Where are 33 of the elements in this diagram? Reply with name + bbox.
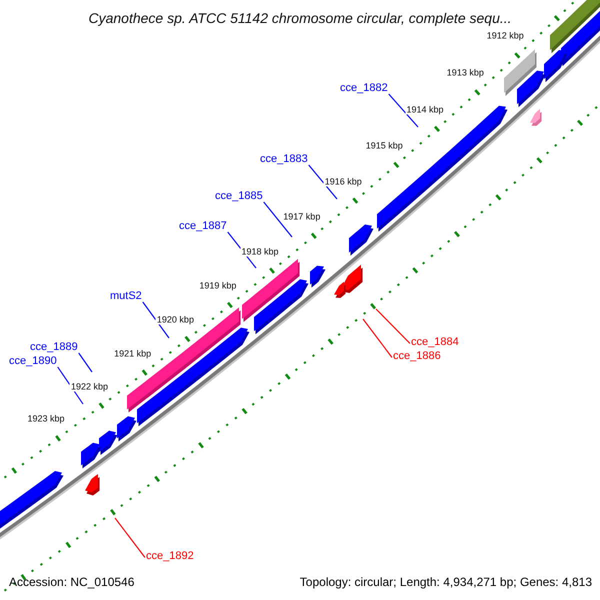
gene-label: cce_1892 bbox=[146, 551, 194, 562]
leader-line bbox=[362, 318, 392, 358]
gene-label: cce_1890 bbox=[9, 356, 57, 367]
leader-line bbox=[114, 518, 146, 558]
tick-label: 1923 kbp bbox=[26, 414, 66, 424]
accession-label: Accession: NC_010546 bbox=[9, 576, 134, 588]
gene-label: mutS2 bbox=[110, 291, 142, 302]
leader-line bbox=[142, 302, 170, 338]
gene-label: cce_1889 bbox=[30, 342, 78, 353]
tick-label: 1918 kbp bbox=[240, 247, 280, 256]
tick-label: 1914 kbp bbox=[405, 105, 445, 114]
tick-label: 1912 kbp bbox=[486, 32, 525, 41]
tick-label: 1916 kbp bbox=[324, 177, 363, 186]
leader-line bbox=[78, 352, 92, 372]
gene-label: cce_1886 bbox=[393, 351, 441, 362]
leader-line bbox=[376, 308, 410, 344]
tick-label: 1919 kbp bbox=[198, 282, 238, 291]
tick-label: 1921 kbp bbox=[113, 349, 152, 358]
gene-label: cce_1883 bbox=[260, 154, 308, 165]
leader-line bbox=[308, 164, 338, 200]
gene-label: cce_1887 bbox=[179, 221, 227, 232]
leader-line bbox=[388, 94, 418, 128]
gene-label: cce_1882 bbox=[340, 83, 388, 94]
leader-line bbox=[263, 202, 292, 238]
map-title: Cyanothece sp. ATCC 51142 chromosome circular, complete sequ... bbox=[87, 11, 513, 25]
tick-label: 1922 kbp bbox=[70, 382, 109, 392]
tick-label: 1913 kbp bbox=[446, 68, 485, 78]
gene-label: cce_1884 bbox=[411, 337, 459, 348]
genome-summary: Topology: circular; Length: 4,934,271 bp; Genes: 4,813 bbox=[300, 576, 592, 588]
tick-label: 1917 kbp bbox=[282, 212, 322, 222]
tick-label: 1920 kbp bbox=[156, 316, 195, 324]
tick-label: 1915 kbp bbox=[364, 141, 404, 150]
gene-label: cce_1885 bbox=[215, 191, 263, 202]
